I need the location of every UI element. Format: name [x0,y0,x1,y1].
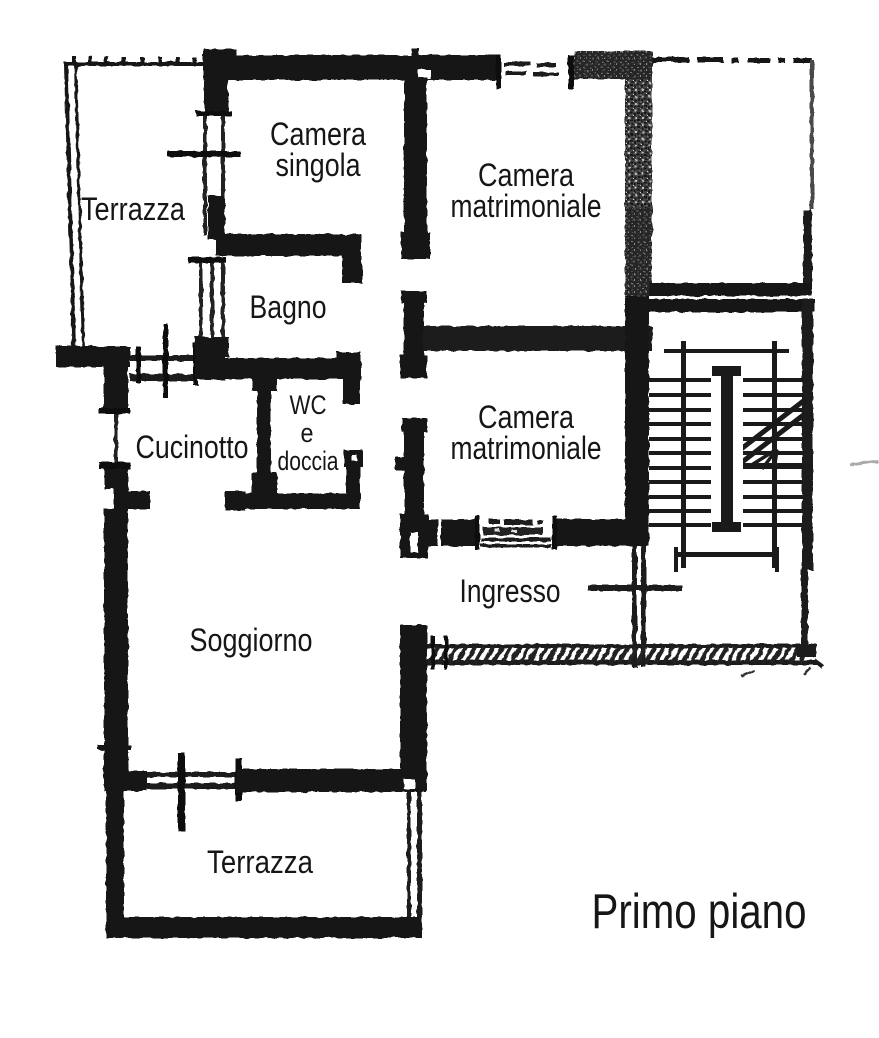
svg-text:Camera: Camera [478,399,574,435]
svg-text:Camera: Camera [478,157,574,193]
svg-text:singola: singola [276,147,361,183]
svg-text:e: e [301,418,314,448]
svg-text:Camera: Camera [270,116,366,152]
svg-text:doccia: doccia [278,446,339,476]
svg-text:matrimoniale: matrimoniale [451,430,602,466]
svg-text:Primo piano: Primo piano [592,885,807,939]
svg-text:Terrazza: Terrazza [81,191,185,227]
svg-text:Cucinotto: Cucinotto [136,429,249,465]
svg-text:Soggiorno: Soggiorno [190,622,313,658]
svg-text:Ingresso: Ingresso [460,573,561,609]
svg-text:WC: WC [290,390,327,420]
svg-text:Bagno: Bagno [250,289,327,325]
svg-text:matrimoniale: matrimoniale [451,188,602,224]
svg-text:Terrazza: Terrazza [207,844,313,880]
